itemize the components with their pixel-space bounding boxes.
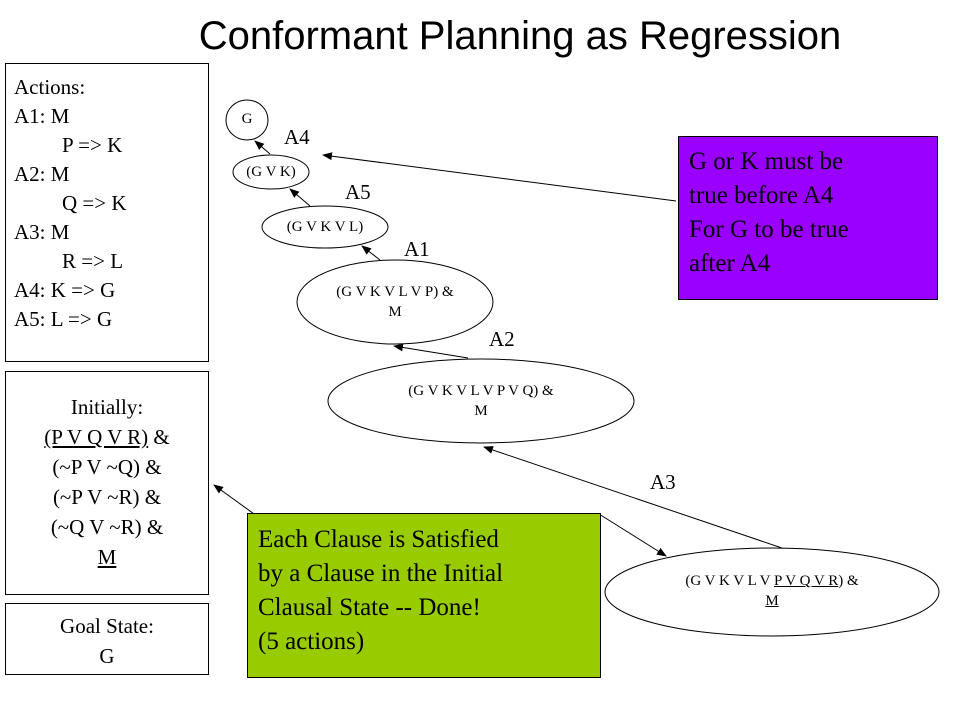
node-gklpq-label: (G V K V L V P V Q) & M [328, 381, 634, 421]
node-gklpqr-label: (G V K V L V P V Q V R) & M [605, 571, 939, 611]
purple-note-arrow [322, 152, 677, 202]
note-line: after A4 [689, 250, 771, 277]
node-gklpq [327, 358, 635, 444]
action-line: A2: M [14, 162, 70, 186]
edge-label-a2: A2 [489, 327, 515, 351]
node-gklpqr-line2: M [765, 593, 779, 609]
action-line: A4: K => G [14, 278, 116, 302]
actions-heading: Actions: [14, 75, 86, 99]
edge-a2 [393, 343, 469, 359]
edge-label-a1: A1 [404, 237, 430, 261]
initial-clause: (~P V ~R) & [52, 485, 162, 509]
node-gklpqr-underlined: P V Q V R [774, 573, 839, 589]
initial-amp: & [148, 425, 170, 449]
note-line: G or K must be [689, 148, 844, 175]
node-gkl [261, 205, 389, 249]
action-line: R => L [62, 249, 124, 273]
note-line: true before A4 [689, 182, 834, 209]
edge-a4 [254, 140, 271, 155]
action-line: A5: L => G [14, 307, 113, 331]
note-purple: G or K must be true before A4 For G to b… [678, 136, 938, 300]
action-line: A3: M [14, 220, 70, 244]
note-line: For G to be true [689, 216, 849, 243]
action-line: Q => K [62, 191, 127, 215]
node-gklpq-line2: M [474, 403, 488, 419]
node-gklpqr [604, 547, 940, 637]
initial-state-box: Initially: (P V Q V R) & (~P V ~Q) & (~P… [5, 371, 209, 595]
initial-clause: (~P V ~Q) & [52, 455, 162, 479]
page-title: Conformant Planning as Regression [198, 14, 842, 58]
green-note-arrow-final [598, 513, 667, 557]
goal-state-box: Goal State: G [5, 603, 209, 675]
node-gk-label: (G V K) [246, 164, 296, 180]
initial-clause: (P V Q V R) & [6, 422, 208, 452]
edge-label-a3: A3 [650, 470, 676, 494]
note-line: by a Clause in the Initial [258, 560, 504, 587]
note-line: Each Clause is Satisfied [258, 526, 499, 553]
node-gklpq-line1: (G V K V L V P V Q) & [408, 383, 554, 399]
initial-heading: Initially: [70, 395, 144, 419]
node-gklpqr-suffix: ) & [838, 573, 859, 589]
node-gklp-line2: M [388, 304, 402, 320]
initial-clause: (~Q V ~R) & [50, 515, 164, 539]
note-line: (5 actions) [258, 628, 365, 655]
note-line: Clausal State -- Done! [258, 594, 481, 621]
edge-label-a4: A4 [284, 125, 310, 149]
edge-a3 [483, 446, 783, 549]
node-gk [232, 154, 310, 190]
node-gklp-label: (G V K V L V P) & M [297, 282, 493, 322]
node-gklp-line1: (G V K V L V P) & [336, 284, 454, 300]
note-green: Each Clause is Satisfied by a Clause in … [247, 513, 601, 678]
goal-value: G [99, 644, 115, 668]
goal-heading: Goal State: [60, 614, 154, 638]
node-gklpqr-line1: (G V K V L V P V Q V R) & [605, 571, 939, 591]
node-gklpqr-prefix: (G V K V L V [685, 573, 774, 589]
node-g-label: G [241, 111, 253, 127]
edge-a1 [361, 245, 381, 261]
initial-clause-underlined: (P V Q V R) [44, 425, 149, 449]
edge-a5 [289, 188, 311, 207]
action-line: P => K [62, 133, 123, 157]
action-line: A1: M [14, 104, 70, 128]
node-gkl-label: (G V K V L) [286, 219, 364, 235]
actions-box: Actions: A1: M P => K A2: M Q => K A3: M… [5, 63, 209, 362]
initial-clause: M [97, 545, 117, 569]
node-g [225, 99, 269, 141]
edge-label-a5: A5 [345, 180, 371, 204]
